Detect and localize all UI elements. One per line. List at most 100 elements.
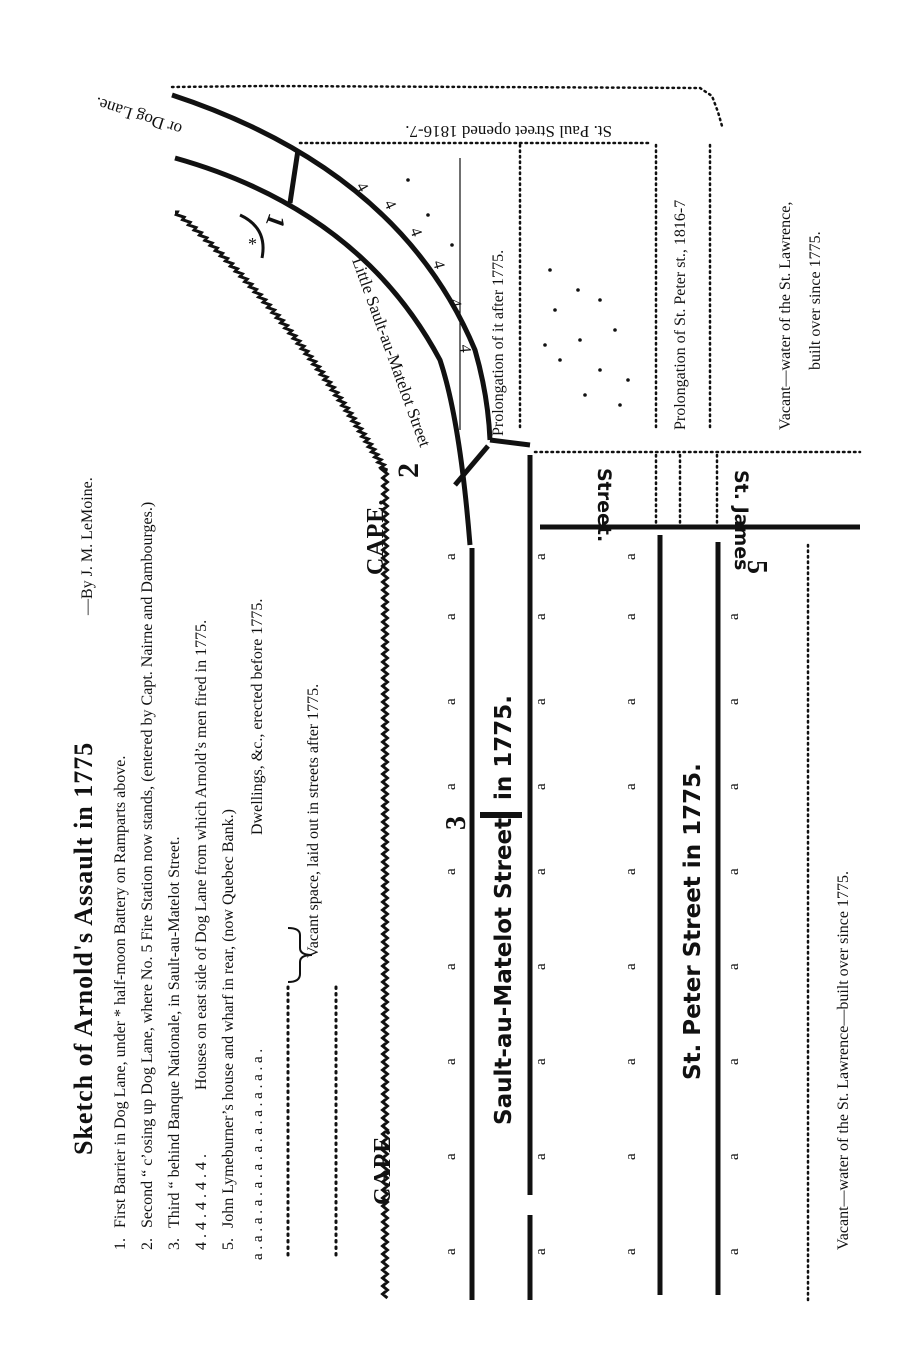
dwelling-mark: a [443,868,459,875]
st-james-label: St. James [730,470,752,570]
dwelling-mark: a [726,1153,742,1160]
st-paul-outline [170,84,724,128]
vacant-water-bottom: Vacant—water of the St. Lawrence—built o… [835,871,852,1250]
dwelling-mark: a [533,1058,549,1065]
legend-vacant: Vacant space, laid out in streets after … [305,684,322,958]
dwelling-mark: a [726,1248,742,1255]
block-dot [543,343,547,347]
dwelling-mark: a [443,963,459,970]
house-4-mark: 4 [353,180,372,195]
block-dot [613,328,617,332]
dwelling-mark: a [533,963,549,970]
cape-label-lower: CAPE. [370,1129,396,1205]
barrier-second [453,444,490,487]
little-sault-street-label: Little Sault-au-Matelot Street [348,255,434,450]
legend-dwellings: Dwellings, &c., erected before 1775. [249,599,266,835]
map-byline: —By J. M. LeMoine. [79,477,96,616]
st-james-area: Street. St. James [533,450,862,570]
dog-lane-label: or Dog Lane. [93,93,185,139]
battery-star: * [248,234,257,254]
dwelling-mark: a [533,868,549,875]
dwelling-mark: a [443,698,459,705]
barrier-first [287,149,301,204]
dwelling-mark: a [726,613,742,620]
vacant-water-top-l2: built over since 1775. [807,231,824,370]
stpeter-street-label: St. Peter Street in 1775. [680,763,706,1080]
cape-cliff-line [174,210,390,1300]
dwelling-mark: a [726,783,742,790]
dog-lane-east-edge [171,92,493,441]
vacant-water-top-l1: Vacant—water of the St. Lawrence, [777,202,794,430]
sam-street-label: Sault-au-Matelot Street [491,818,517,1125]
dwelling-mark: a [623,868,639,875]
legend-item-3-num: 3. [166,1238,183,1250]
block-dot [450,243,454,247]
house-4-mark: 4 [456,344,474,353]
legend-item-2-num: 2. [139,1238,156,1250]
barrier-number-3: 3 [441,815,472,830]
dwelling-mark: a [623,553,639,560]
dwelling-mark: a [443,1058,459,1065]
prolongation-sam-label: Prolongation of it after 1775. [490,250,507,436]
dwelling-mark: a [443,1248,459,1255]
house-4-mark: 4 [380,198,399,212]
dog-lane: Little Sault-au-Matelot Street or Dog La… [93,92,531,546]
street-word-label: Street. [593,468,615,542]
barrier-number-2: 2 [392,462,425,478]
dog-lane-west-edge [174,155,473,546]
legend-item-1-num: 1. [112,1238,129,1250]
dwelling-mark: a [726,963,742,970]
sam-street-year: in 1775. [491,695,517,800]
dwelling-mark: a [533,1248,549,1255]
block-dot [598,368,602,372]
st-paul-area: St. Paul Street opened 1816-7. Prolongat… [170,84,824,436]
block-dots [406,178,630,407]
cape-label-upper: CAPE. [363,499,389,575]
dwelling-mark: a [533,553,549,560]
block-dot [598,298,602,302]
block-dot [548,268,552,272]
legend-item-5: John Lymeburner’s house and wharf in rea… [220,809,237,1228]
block-dot [578,338,582,342]
dwelling-mark: a [726,868,742,875]
block-dot [618,403,622,407]
dwelling-mark: a [533,698,549,705]
main-streets: 3 Sault-au-Matelot Street in 1775. St. P… [441,455,852,1302]
legend-item-2: Second “ c’osing up Dog Lane, where No. … [139,502,156,1228]
dwelling-mark: a [623,783,639,790]
dwelling-mark: a [443,1153,459,1160]
block-dot [553,308,557,312]
legend-item-5-num: 5. [220,1238,237,1250]
map-title: Sketch of Arnold's Assault in 1775 [69,742,98,1155]
dwelling-mark: a [533,613,549,620]
dwelling-mark: a [443,613,459,620]
number-5: 5 [741,560,772,575]
barrier-number-1: 1 [260,210,292,233]
block-dot [626,378,630,382]
dwelling-mark: a [623,698,639,705]
dwelling-mark: a [623,613,639,620]
brace [287,927,313,983]
dwelling-mark: a [443,783,459,790]
dwelling-mark: a [623,1248,639,1255]
legend-item-4: Houses on east side of Dog Lane from whi… [193,620,210,1090]
dwelling-mark: a [623,963,639,970]
half-moon-battery [239,213,265,259]
legend: Sketch of Arnold's Assault in 1775 —By J… [69,477,338,1260]
dwelling-mark: a [726,1058,742,1065]
dwelling-mark: a [533,783,549,790]
legend-item-3: Third “ behind Banque Nationale, in Saul… [166,837,183,1228]
dwelling-mark: a [443,553,459,560]
dwelling-mark: a [533,1153,549,1160]
house-4-mark: 4 [429,259,447,271]
house-4-mark: 4 [406,226,425,239]
block-dot [426,213,430,217]
dwelling-mark: a [623,1153,639,1160]
block-dot [558,358,562,362]
dwelling-mark: a [726,698,742,705]
block-dot [583,393,587,397]
legend-item-4-marks: 4 . 4 . 4 . 4 . 4 . [193,1154,210,1250]
house-4-mark: 4 [446,298,464,309]
